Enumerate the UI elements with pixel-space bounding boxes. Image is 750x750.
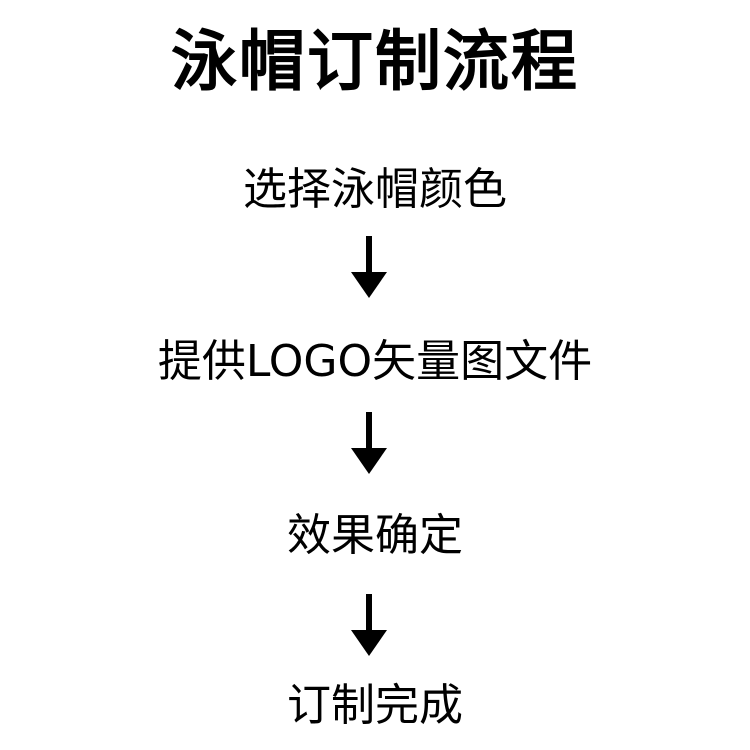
flow-step-choose-color: 选择泳帽颜色 (243, 164, 507, 215)
flow-step-confirm-effect: 效果确定 (287, 510, 463, 561)
down-arrow-icon (351, 412, 387, 474)
flow-step-provide-logo: 提供LOGO矢量图文件 (157, 336, 593, 387)
flow-step-complete: 订制完成 (287, 680, 463, 731)
down-arrow-icon (351, 236, 387, 298)
down-arrow-icon (351, 594, 387, 656)
flowchart-title: 泳帽订制流程 (171, 23, 579, 100)
